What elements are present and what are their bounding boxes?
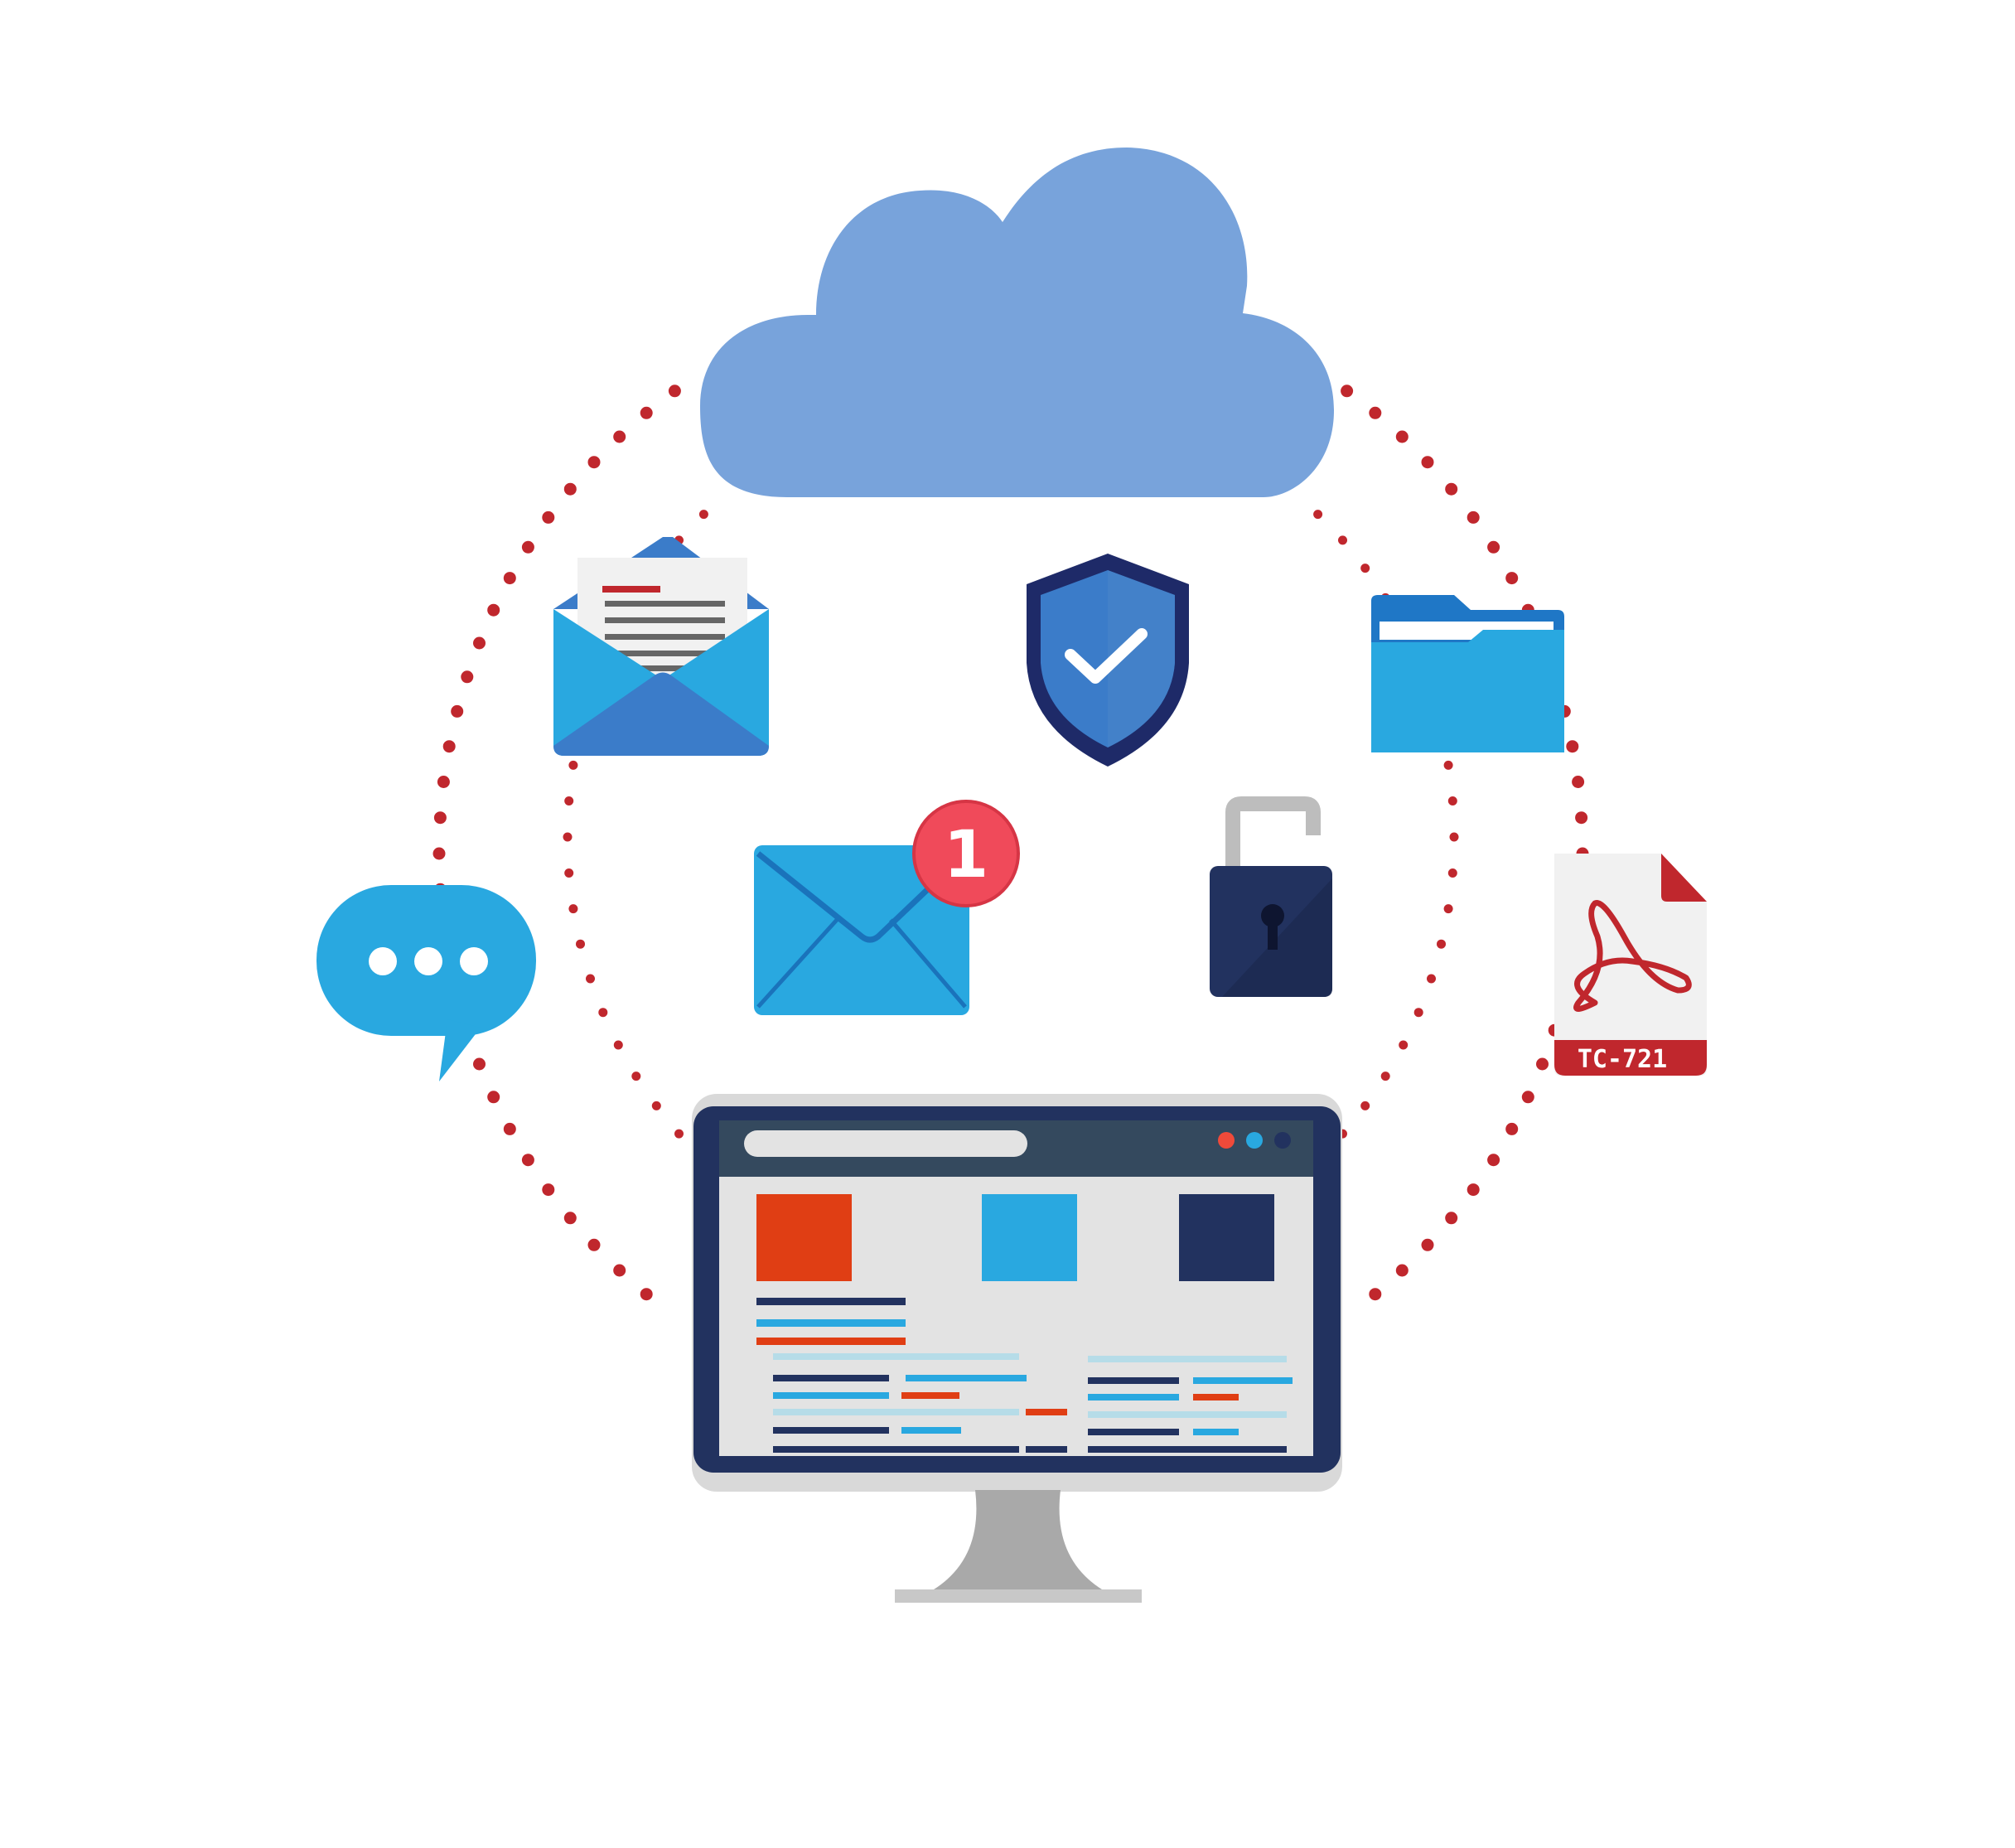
connection-dot xyxy=(1380,1072,1390,1081)
connection-dot xyxy=(1421,1238,1434,1251)
connection-dot xyxy=(521,540,534,554)
connection-dot xyxy=(1338,535,1347,545)
connection-dot xyxy=(668,385,681,398)
connection-dot xyxy=(631,1072,641,1081)
window-dot-red xyxy=(1218,1132,1235,1149)
connection-dot xyxy=(1449,832,1459,842)
connection-dot xyxy=(1575,811,1588,825)
pdf-file-icon: TC-721 xyxy=(1554,854,1707,1076)
connection-dot xyxy=(1467,1183,1480,1197)
connection-dot xyxy=(1369,406,1382,419)
connection-dot xyxy=(542,1183,555,1197)
connection-dot xyxy=(640,406,653,419)
unlocked-padlock-icon xyxy=(1210,796,1332,997)
connection-dot xyxy=(461,670,474,684)
connection-dot xyxy=(674,1129,684,1139)
window-dot-blue xyxy=(1246,1132,1263,1149)
connection-dot xyxy=(503,572,516,585)
connection-dot xyxy=(1360,1101,1370,1110)
connection-dot xyxy=(542,510,555,524)
connection-dot xyxy=(564,796,574,805)
connection-dot xyxy=(473,636,486,650)
connection-dot xyxy=(1487,540,1500,554)
connection-dot xyxy=(1447,868,1457,878)
connection-dot xyxy=(568,904,578,914)
connection-dot xyxy=(1395,430,1409,443)
desktop-monitor-icon xyxy=(692,1094,1342,1603)
window-dot-navy xyxy=(1274,1132,1291,1149)
connection-dot xyxy=(651,1101,661,1110)
connection-dot xyxy=(1437,939,1446,949)
connection-dot xyxy=(433,811,447,825)
connection-dot xyxy=(1369,1288,1382,1301)
connection-dot xyxy=(1341,385,1354,398)
notification-badge: 1 xyxy=(912,800,1020,907)
connection-dot xyxy=(613,430,626,443)
chat-bubble-icon xyxy=(317,885,536,1081)
connection-dot xyxy=(1445,1212,1458,1225)
connection-dot xyxy=(613,1264,626,1277)
connection-dot xyxy=(442,740,456,753)
connection-dot xyxy=(503,1122,516,1135)
connection-dot xyxy=(564,868,574,878)
pdf-file-label: TC-721 xyxy=(1578,1045,1667,1074)
connection-dot xyxy=(521,1154,534,1167)
connection-dot xyxy=(1536,1057,1549,1071)
connection-dot xyxy=(1427,974,1436,984)
connection-dot xyxy=(1505,572,1519,585)
folder-icon xyxy=(1371,595,1564,752)
connection-dot xyxy=(640,1288,653,1301)
connection-dot xyxy=(587,456,601,469)
connection-dot xyxy=(1487,1154,1500,1167)
connection-dot xyxy=(568,760,578,770)
connection-dot xyxy=(487,1091,500,1104)
connection-dot xyxy=(563,832,573,842)
connection-dot xyxy=(487,603,500,617)
connection-dot xyxy=(613,1040,623,1050)
connection-dot xyxy=(1399,1040,1409,1050)
connection-dot xyxy=(1505,1122,1519,1135)
connection-dot xyxy=(586,974,595,984)
connection-dot xyxy=(576,939,585,949)
mail-notification-icon xyxy=(754,845,969,1015)
connection-dot xyxy=(1572,776,1585,788)
connection-dot xyxy=(563,482,577,496)
connection-dot xyxy=(1443,904,1453,914)
connection-dot xyxy=(587,1238,601,1251)
shield-check-icon xyxy=(1027,554,1189,767)
connection-dot xyxy=(1395,1264,1409,1277)
connection-dot xyxy=(451,704,464,718)
connection-dot xyxy=(1521,1091,1534,1104)
connection-dot xyxy=(1447,796,1457,805)
connection-dot xyxy=(1467,510,1480,524)
cloud-icon xyxy=(700,148,1334,497)
connection-dot xyxy=(1566,740,1579,753)
connection-dot xyxy=(1421,456,1434,469)
connection-dot xyxy=(1413,1008,1423,1018)
connection-dot xyxy=(1443,760,1453,770)
connection-dot xyxy=(563,1212,577,1225)
connection-dot xyxy=(1360,564,1370,573)
connection-dot xyxy=(598,1008,608,1018)
connection-dot xyxy=(432,847,446,860)
connection-dot xyxy=(698,510,708,520)
open-envelope-letter-icon xyxy=(553,537,769,756)
connection-dot xyxy=(1313,510,1323,520)
browser-address-bar xyxy=(744,1130,1027,1157)
connection-dot xyxy=(473,1057,486,1071)
connection-dot xyxy=(437,776,450,788)
connection-dot xyxy=(1445,482,1458,496)
notification-count: 1 xyxy=(944,818,988,893)
